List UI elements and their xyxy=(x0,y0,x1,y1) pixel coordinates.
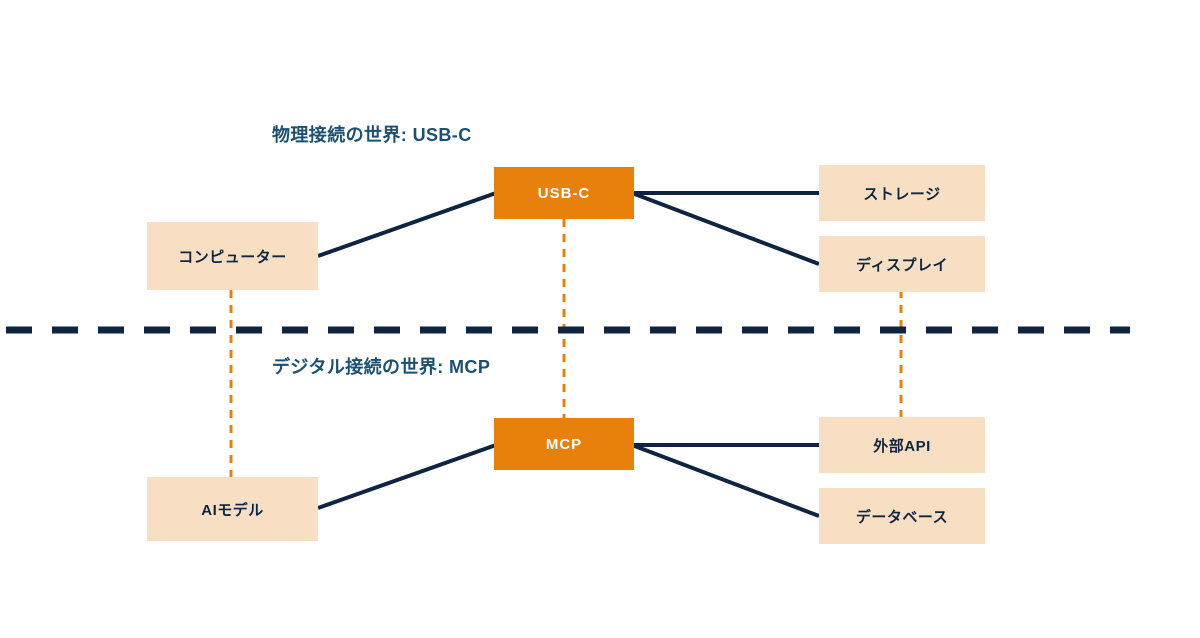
node-mcp-label: MCP xyxy=(545,435,583,453)
node-computer-label: コンピューター xyxy=(178,248,287,266)
node-usb-c-label: USB-C xyxy=(537,184,591,202)
node-storage[interactable]: ストレージ xyxy=(819,165,985,221)
connector-mcp-to-database xyxy=(631,443,820,518)
node-usb-c[interactable]: USB-C xyxy=(494,167,634,219)
node-storage-label: ストレージ xyxy=(863,185,941,203)
connector-aimodel-to-mcp xyxy=(317,443,497,510)
node-database-label: データベース xyxy=(855,508,949,526)
node-display[interactable]: ディスプレイ xyxy=(819,236,985,292)
node-database[interactable]: データベース xyxy=(819,488,985,544)
section-title-physical: 物理接続の世界: USB-C xyxy=(272,125,472,145)
connector-usbc-to-display xyxy=(631,191,820,266)
node-display-label: ディスプレイ xyxy=(856,256,948,274)
node-mcp[interactable]: MCP xyxy=(494,418,634,470)
section-title-digital: デジタル接続の世界: MCP xyxy=(272,357,491,377)
node-external-api[interactable]: 外部API xyxy=(819,417,985,473)
node-external-api-label: 外部API xyxy=(873,437,931,455)
node-ai-model-label: AIモデル xyxy=(201,501,264,519)
node-computer[interactable]: コンピューター xyxy=(147,222,318,290)
connector-computer-to-usbc xyxy=(317,191,497,258)
node-ai-model[interactable]: AIモデル xyxy=(147,477,318,541)
